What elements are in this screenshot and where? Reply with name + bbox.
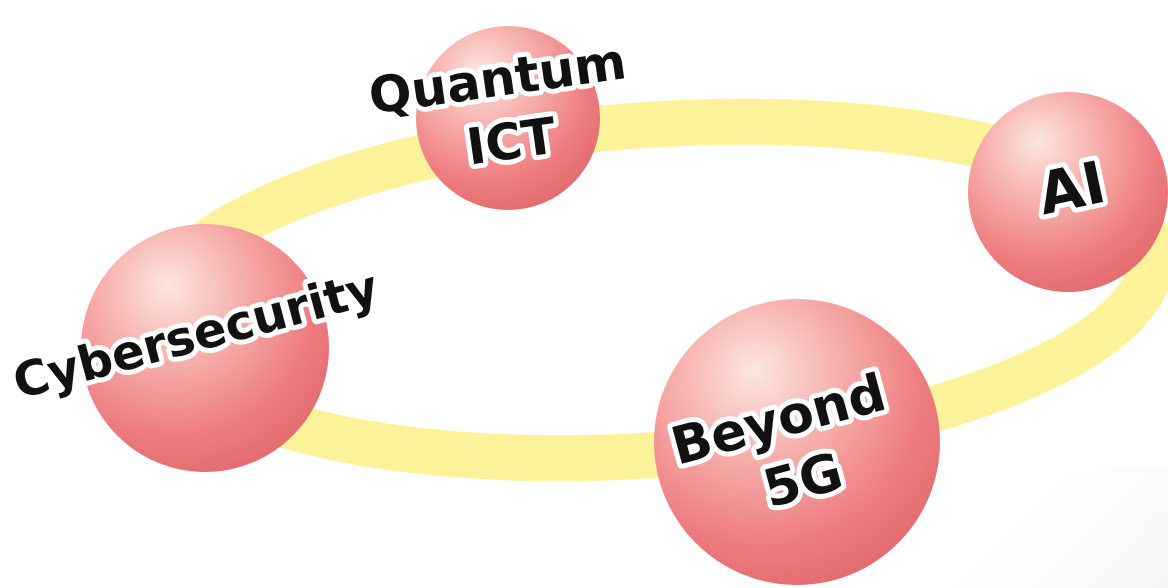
ai-label: AI bbox=[1027, 143, 1116, 233]
quantum-ict-sphere bbox=[416, 26, 600, 210]
cybersecurity-sphere bbox=[81, 224, 329, 472]
beyond-5g-sphere bbox=[654, 299, 940, 585]
ai-sphere bbox=[968, 92, 1168, 292]
svg-text:AI: AI bbox=[1032, 148, 1111, 228]
corner-shading bbox=[908, 468, 1168, 588]
svg-text:ICT: ICT bbox=[463, 107, 560, 177]
